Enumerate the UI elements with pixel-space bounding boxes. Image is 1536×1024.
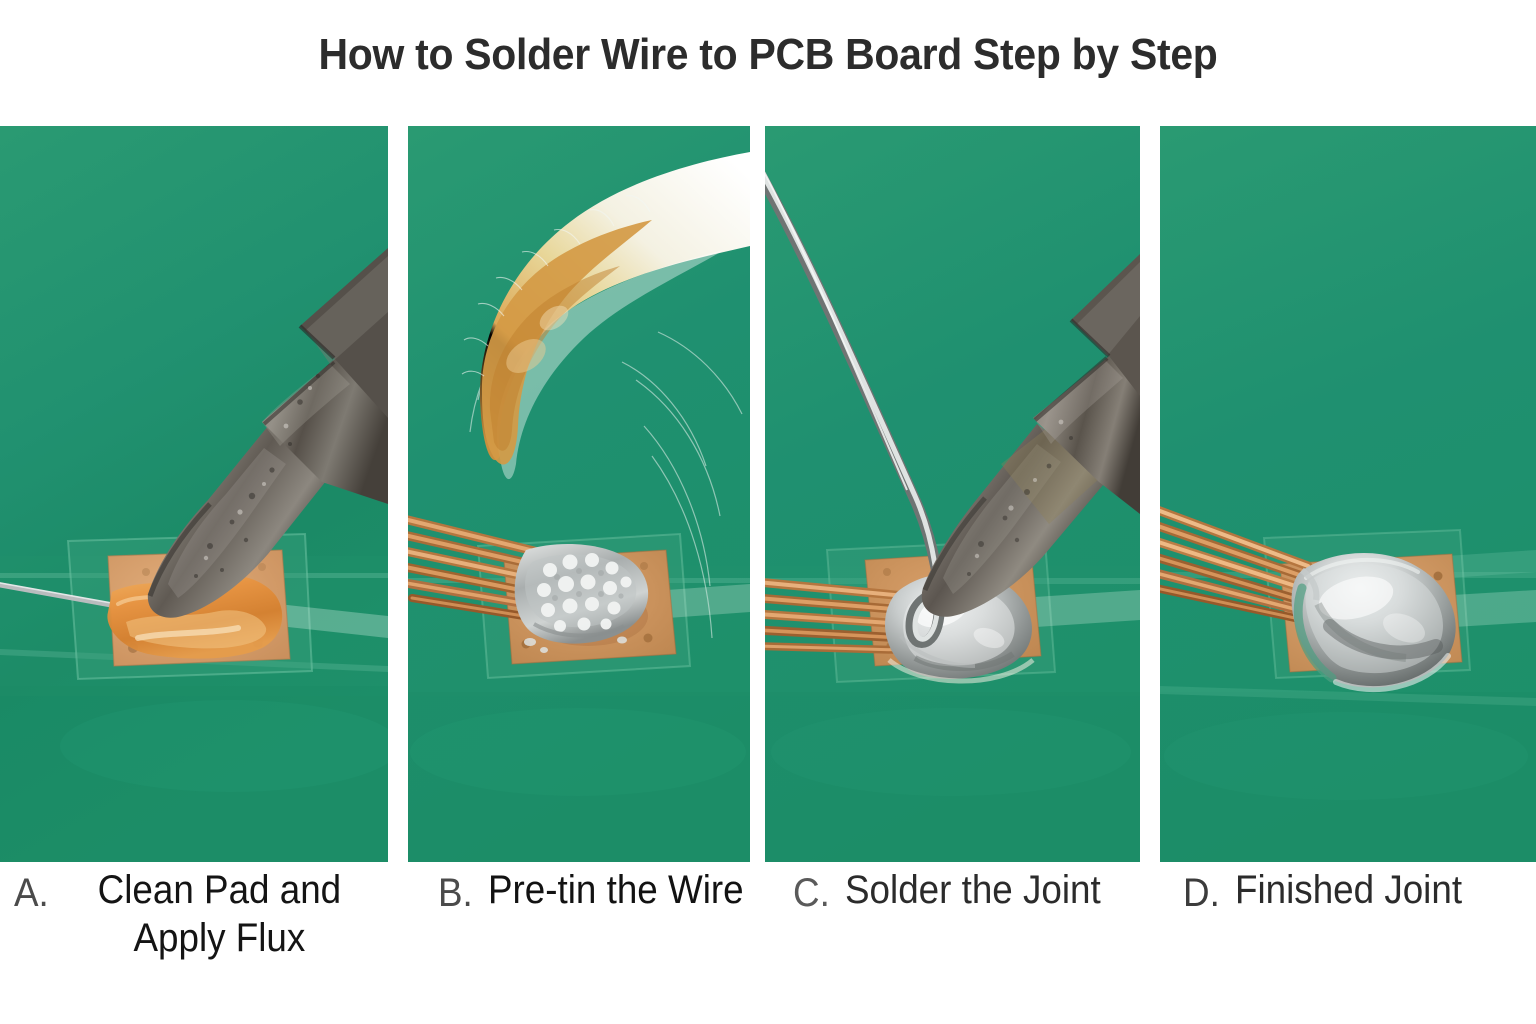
panel-a-illustration <box>0 126 388 862</box>
caption-c-letter: C. <box>793 871 830 915</box>
caption-d-text: Finished Joint <box>1235 868 1463 912</box>
caption-d-letter: D. <box>1183 871 1220 915</box>
panel-b-pre-tin-the-wire <box>408 126 750 862</box>
caption-a-text: Clean Pad and Apply Flux <box>86 866 353 962</box>
panel-strip <box>0 126 1536 862</box>
caption-a-line2: Apply Flux <box>133 916 306 960</box>
panel-d-illustration <box>1160 126 1536 862</box>
caption-a-letter: A. <box>14 871 49 915</box>
caption-b-letter: B. <box>438 871 473 915</box>
caption-row: A. Clean Pad and Apply Flux B. Pre-tin t… <box>0 866 1536 1024</box>
caption-a-line1: Clean Pad and <box>97 868 341 912</box>
caption-b-text: Pre-tin the Wire <box>487 868 744 912</box>
caption-b: B. Pre-tin the Wire <box>438 866 768 920</box>
caption-c-text: Solder the Joint <box>845 868 1101 912</box>
panel-c-solder-the-joint <box>765 126 1140 862</box>
panel-c-illustration <box>765 126 1140 862</box>
caption-a: A. Clean Pad and Apply Flux <box>14 866 394 962</box>
caption-d: D. Finished Joint <box>1183 866 1536 920</box>
caption-c: C. Solder the Joint <box>793 866 1153 920</box>
panel-b-illustration <box>408 126 750 862</box>
page-title: How to Solder Wire to PCB Board Step by … <box>318 30 1218 79</box>
panel-d-finished-joint <box>1160 126 1536 862</box>
panel-a-clean-pad-apply-flux <box>0 126 388 862</box>
